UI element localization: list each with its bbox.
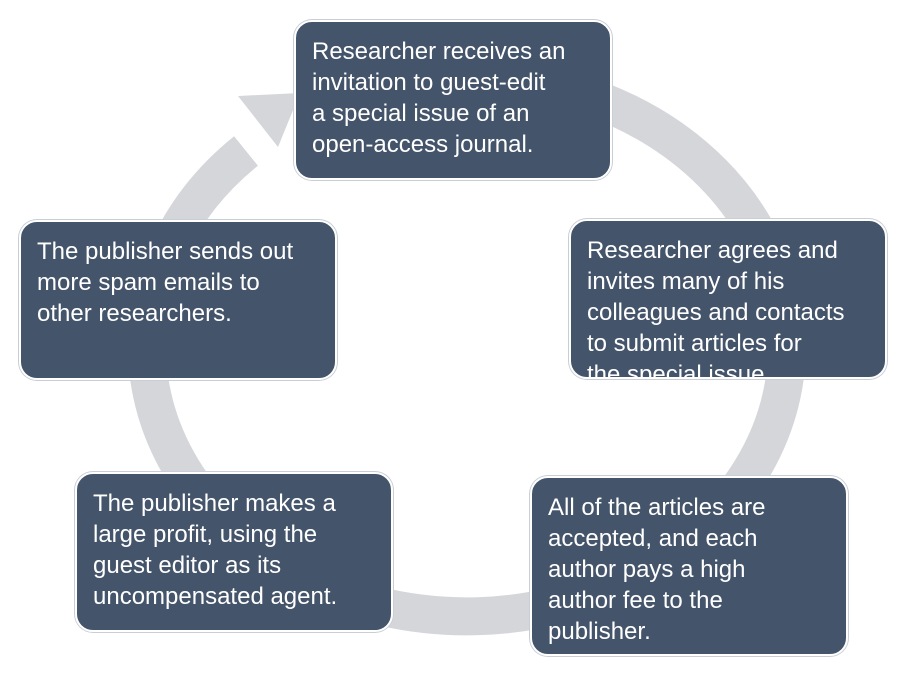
cycle-step-accepted: All of the articles are accepted, and ea…	[530, 476, 848, 656]
cycle-step-agrees: Researcher agrees and invites many of hi…	[569, 219, 887, 379]
cycle-arrowhead	[238, 93, 300, 147]
cycle-step-profit: The publisher makes a large profit, usin…	[75, 472, 393, 632]
step-text: The publisher makes a large profit, usin…	[93, 490, 338, 610]
step-text: Researcher agrees and invites many of hi…	[587, 237, 845, 379]
step-text: Researcher receives an invitation to gue…	[312, 38, 566, 158]
cycle-step-invitation: Researcher receives an invitation to gue…	[294, 20, 612, 180]
step-text: All of the articles are accepted, and ea…	[548, 494, 766, 645]
step-text: The publisher sends out more spam emails…	[37, 238, 294, 327]
cycle-step-spam: The publisher sends out more spam emails…	[19, 220, 337, 380]
